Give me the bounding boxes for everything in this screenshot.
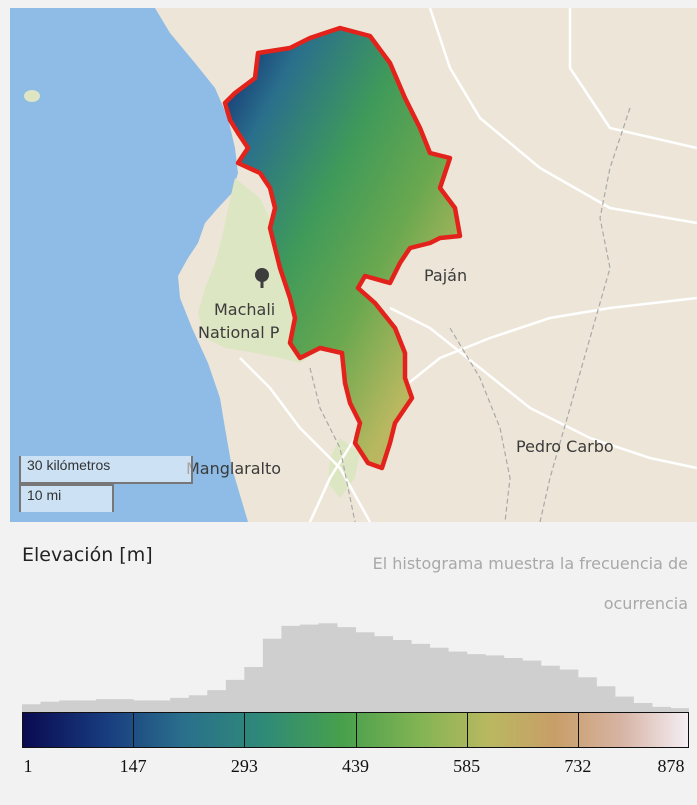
histogram-bar [96, 699, 116, 712]
histogram-bar [40, 701, 60, 712]
histogram-bar [411, 643, 431, 712]
elevation-title: Elevación [m] [22, 544, 153, 566]
histogram-bar [281, 625, 301, 712]
place-label-national-park: National P [198, 323, 280, 342]
histogram-bar [559, 669, 579, 712]
histogram-bar [59, 700, 79, 712]
histogram-bar [577, 677, 597, 712]
colorbar-tick-label: 585 [453, 756, 481, 776]
colorbar-tick [577, 713, 579, 747]
place-label-machalilla: Machali [214, 300, 276, 319]
colorbar-tick [244, 713, 246, 747]
elevation-histogram [22, 623, 689, 712]
roads [239, 8, 697, 522]
tree-icon [255, 268, 269, 288]
histogram-bar [22, 704, 42, 712]
island [24, 90, 40, 102]
histogram-bar [336, 627, 356, 712]
colorbar-tick-label: 732 [564, 756, 592, 776]
place-label-pajan: Paján [424, 266, 468, 285]
histogram-bar [170, 697, 190, 712]
histogram-note-line1: El histograma muestra la frecuencia de [372, 554, 688, 573]
histogram-bar [374, 636, 394, 712]
histogram-bar [392, 640, 412, 712]
place-label-manglaralto: Manglaralto [186, 459, 282, 478]
histogram-bar [114, 699, 134, 712]
colorbar-tick [355, 713, 357, 747]
histogram-bar [614, 696, 634, 712]
histogram-bar [318, 623, 338, 712]
histogram-bar [448, 651, 468, 712]
colorbar-tick-label: 1 [23, 756, 33, 776]
elevation-colorbar [22, 712, 689, 748]
histogram-bar [651, 706, 671, 712]
histogram-bar [670, 708, 689, 712]
scale-bar-km: 30 kilómetros [19, 456, 193, 484]
ocean-area [10, 8, 248, 522]
colorbar-tick-label: 293 [230, 756, 258, 776]
colorbar-tick [133, 713, 135, 747]
histogram-bar [522, 660, 542, 712]
histogram-bar [225, 679, 245, 712]
histogram-bar [262, 638, 282, 712]
histogram-bar [133, 700, 153, 712]
histogram-bar [633, 703, 653, 712]
place-label-pedro-carbo: Pedro Carbo [516, 437, 614, 456]
histogram-note-line2: ocurrencia [603, 594, 688, 613]
histogram-bar [503, 658, 523, 712]
scale-bar-mi: 10 mi [19, 484, 114, 512]
colorbar-tick [466, 713, 468, 747]
histogram-bar [429, 647, 449, 712]
national-park-area [198, 178, 315, 363]
histogram-bar [540, 665, 560, 712]
histogram-bar [188, 695, 208, 712]
histogram-bar [355, 632, 375, 712]
map-canvas [10, 8, 697, 522]
histogram-bar [244, 667, 264, 712]
histogram-note: El histograma muestra la frecuencia de o… [300, 544, 688, 624]
colorbar-tick-label: 439 [342, 756, 369, 776]
colorbar-tick-label: 147 [119, 756, 147, 776]
map-view[interactable]: Machali National P Paján Manglaralto Ped… [10, 8, 697, 522]
histogram-bar [466, 654, 486, 712]
histogram-bar [299, 624, 319, 712]
histogram-bar [596, 686, 616, 712]
histogram-bar [151, 700, 171, 712]
colorbar-tick-label: 878 [657, 756, 685, 776]
elevation-panel: Elevación [m] El histograma muestra la f… [0, 522, 697, 805]
histogram-bar [77, 700, 97, 712]
histogram-bar [207, 690, 227, 712]
admin-borders [309, 107, 631, 522]
histogram-bar [485, 655, 505, 712]
